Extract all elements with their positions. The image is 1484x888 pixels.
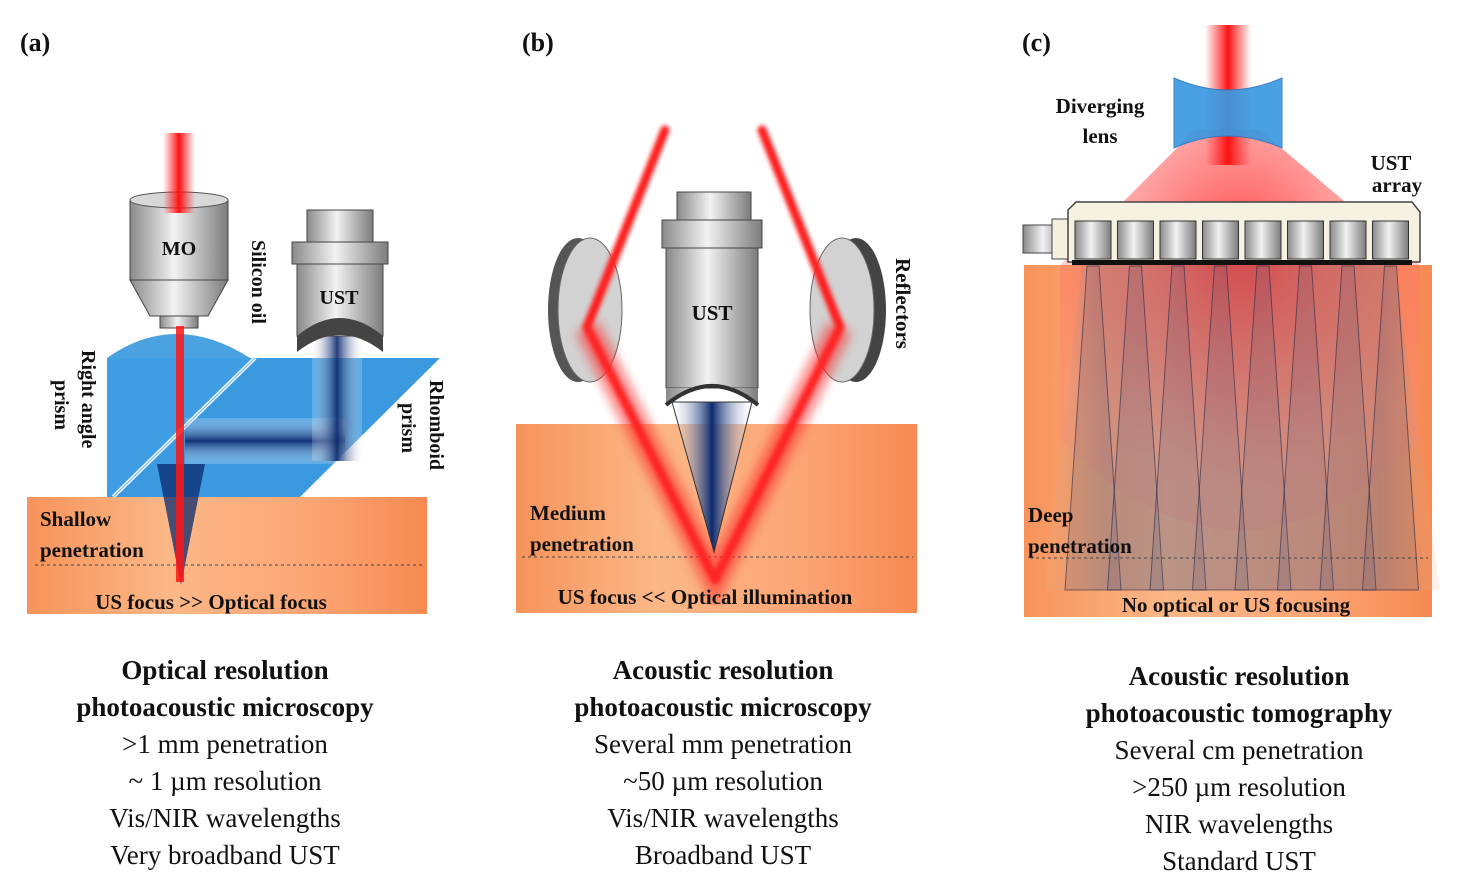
label-right-angle: Right angle [77,350,99,448]
label-ust-array-2: array [1372,173,1423,197]
label-mo: MO [162,238,196,260]
diverging-lens [1173,77,1283,149]
acoustic-path-vertical [312,336,362,461]
label-shallow-penetration: penetration [40,538,144,562]
caption-b: Acoustic resolution photoacoustic micros… [518,652,928,874]
caption-title: Acoustic resolution [612,655,834,685]
transducer-element [1202,220,1239,260]
label-focus-note-c: No optical or US focusing [1122,593,1351,617]
caption-line: Several cm penetration [1114,735,1364,765]
caption-line: Broadband UST [634,840,812,870]
caption-line: ~ 1 µm resolution [128,766,322,796]
panel-label-b: (b) [522,28,554,57]
caption-title: Optical resolution [121,655,329,685]
transducer-element [1287,220,1324,260]
label-focus-note-b: US focus << Optical illumination [558,585,853,609]
transducer-element [1117,220,1154,260]
panel-label-a: (a) [20,28,51,57]
caption-line: Several mm penetration [594,729,852,759]
element-beam [1361,265,1420,591]
caption-title: photoacoustic microscopy [574,692,872,722]
transducer-element [1074,220,1112,260]
label-reflectors: Reflectors [891,258,915,349]
ultrasound-fan-beams [1045,265,1440,591]
panel-b-diagram: UST Reflectors Medium penetration US foc… [516,125,917,613]
transducer-element [1372,220,1409,260]
label-ust-b: UST [692,301,733,325]
label-lens: lens [1082,124,1117,148]
caption-title: photoacoustic microscopy [76,692,374,722]
panel-c-diagram: Diverging lens UST array Deep penetratio… [1022,25,1440,617]
panel-a-diagram: MO UST Silicon oil Right angle prism Rho… [27,133,447,614]
ultrasound-transducer [661,191,763,407]
caption-line: NIR wavelengths [1144,809,1334,839]
label-rhomboid: Rhomboid [425,380,447,470]
ust-array [1022,201,1421,265]
caption-line: Very broadband UST [110,840,340,870]
caption-a: Optical resolution photoacoustic microsc… [20,652,430,874]
label-deep-penetration: penetration [1028,534,1132,558]
transducer-element [1159,220,1197,260]
label-focus-note-a: US focus >> Optical focus [95,590,327,614]
label-rhomboid-prism: prism [397,403,419,453]
label-diverging: Diverging [1056,94,1145,118]
caption-line: >1 mm penetration [122,729,328,759]
caption-c: Acoustic resolution photoacoustic tomogr… [1034,658,1444,880]
label-deep: Deep [1028,503,1074,527]
label-silicon-oil: Silicon oil [247,240,269,324]
label-right-prism: prism [50,380,72,430]
transducer-element [1244,220,1282,260]
panel-label-c: (c) [1022,28,1051,57]
label-ust-array-1: UST [1371,151,1412,175]
ultrasound-transducer [291,209,389,352]
laser-focus-beam [176,326,184,582]
tissue-block [27,497,427,614]
caption-title: Acoustic resolution [1128,661,1350,691]
label-medium: Medium [530,501,606,525]
acoustic-focus-cone [671,401,753,554]
caption-line: Vis/NIR wavelengths [607,803,839,833]
label-ust-a: UST [320,287,360,309]
caption-line: ~50 µm resolution [623,766,823,796]
transducer-element [1329,220,1367,260]
caption-line: Vis/NIR wavelengths [109,803,341,833]
label-medium-penetration: penetration [530,532,634,556]
caption-title: photoacoustic tomography [1085,698,1393,728]
caption-line: >250 µm resolution [1132,772,1346,802]
laser-beam [163,133,195,213]
label-shallow: Shallow [40,507,112,531]
caption-line: Standard UST [1162,846,1316,876]
